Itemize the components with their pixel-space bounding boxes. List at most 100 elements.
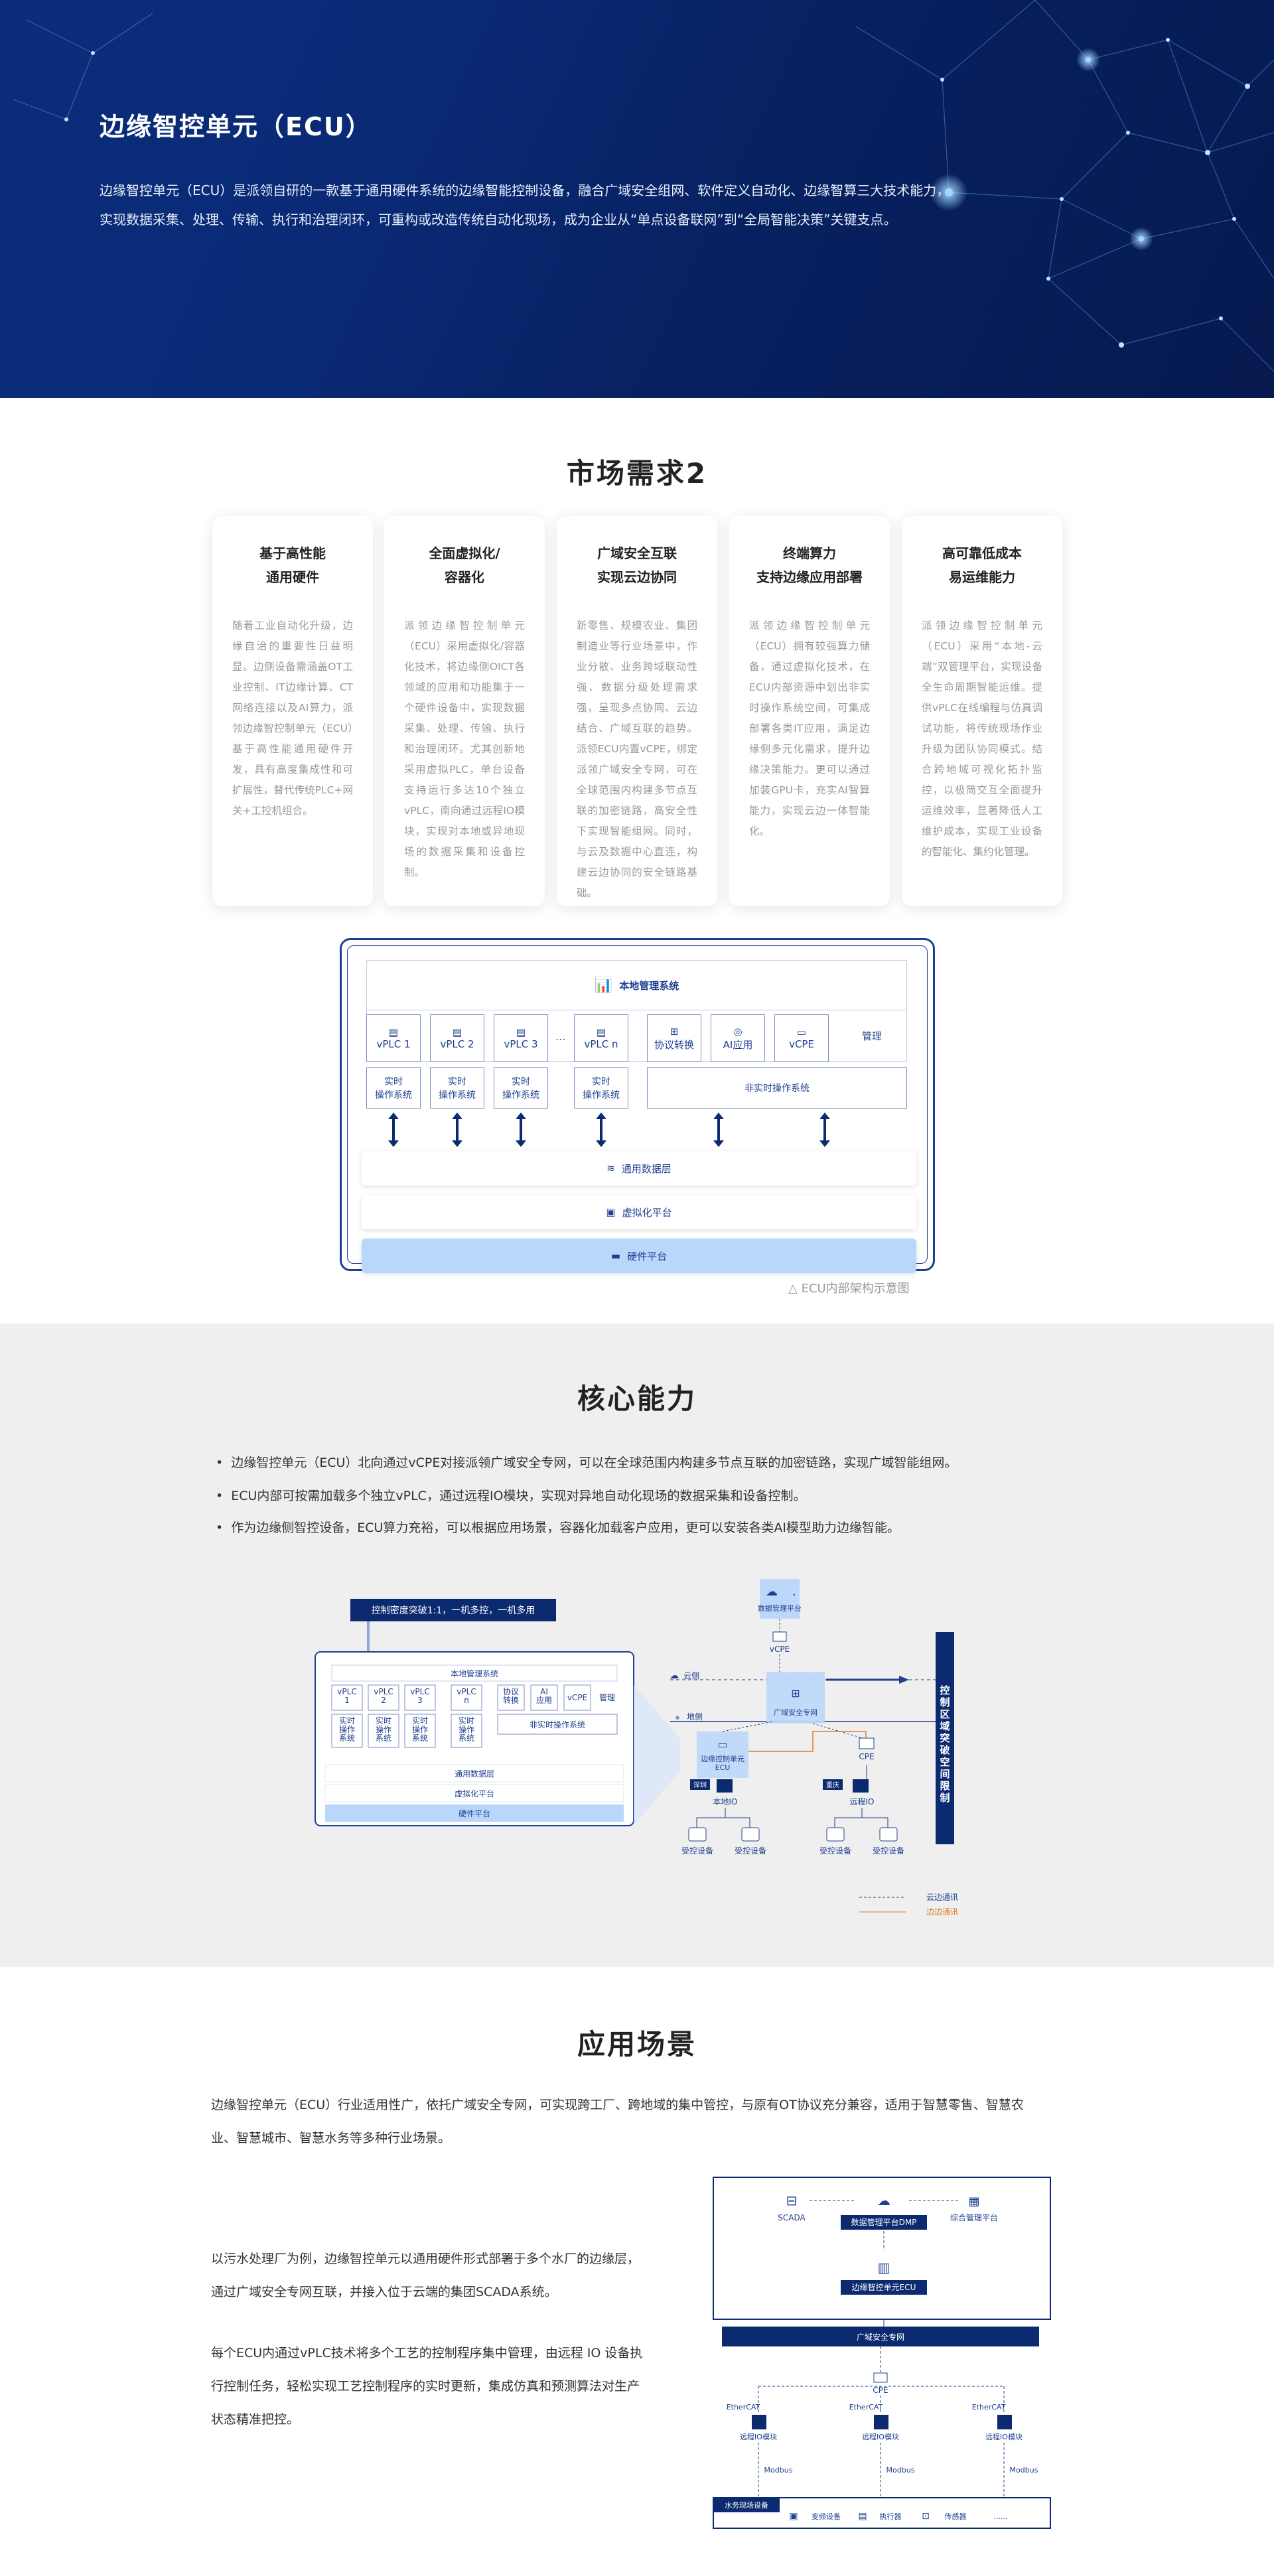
modbus-label: Modbus: [1010, 2466, 1038, 2474]
space-limit-bar: 控制区域突破空间限制: [938, 1685, 951, 1804]
device-icon: ▭: [796, 1026, 807, 1038]
mini-protocol: 协议转换: [503, 1686, 519, 1705]
app-section-title: 应用场景: [577, 2028, 697, 2061]
core-bullet: ECU内部可按需加载多个独立vPLC，通过远程IO模块，实现对异地自动化现场的数…: [216, 1486, 806, 1506]
card-text: 派领边缘智控制单元（ECU）采用“本地-云端”双管理平台，实现设备全生命周期智能…: [922, 620, 1042, 858]
inverter-icon: ▣: [789, 2511, 798, 2522]
doc-icon: ▤: [452, 1026, 462, 1038]
core-section-bg: [0, 1323, 1274, 1967]
water-plant-diagram: ⊟ SCADA ☁ 数据管理平台DMP ▦ 综合管理平台 ▥ 边缘智控单元ECU…: [713, 2177, 1051, 2529]
chongqing-tag: 重庆: [826, 1781, 839, 1789]
card-title: 全面虚拟化/ 容器化: [429, 545, 500, 585]
svg-text:.: .: [792, 1585, 796, 1599]
pin-icon: ⌖: [675, 1713, 680, 1724]
site-item: 变频设备: [812, 2512, 841, 2521]
cloud-server-icon: ☁: [766, 1585, 778, 1599]
card-text: 派领边缘智控制单元（ECU）采用虚拟化/容器化技术，将边缘侧OICT各领域的应用…: [404, 620, 525, 878]
density-banner: 控制密度突破1:1，一机多控，一机多用: [372, 1605, 535, 1616]
market-card-wan: 广域安全互联 实现云边协同 新零售、规模农业、集团制造业等行业场景中，作业分散、…: [557, 516, 717, 906]
mini-mgmt: 本地管理系统: [451, 1668, 498, 1678]
arch-caption: △ ECU内部架构示意图: [788, 1282, 910, 1296]
dmp-label: 数据管理平台DMP: [851, 2217, 917, 2227]
app-intro: 边缘智控单元（ECU）行业适用性广，依托广域安全专网，可实现跨工厂、跨地域的集中…: [211, 2098, 1024, 2145]
mini-nrtos: 非实时操作系统: [530, 1720, 585, 1729]
card-title: 基于高性能 通用硬件: [259, 545, 326, 585]
modbus-label: Modbus: [886, 2466, 915, 2474]
cloud-icon: ☁: [670, 1670, 679, 1681]
mini-rtos-2: 实时操作系统: [376, 1716, 391, 1743]
doc-icon: ▤: [596, 1026, 606, 1038]
market-card-virtualization: 全面虚拟化/ 容器化 派领边缘智控制单元（ECU）采用虚拟化/容器化技术，将边缘…: [384, 516, 545, 906]
site-label: 水务现场设备: [725, 2500, 768, 2510]
ai-app: ◎AI应用: [711, 1014, 765, 1062]
vcpe-label: vCPE: [770, 1645, 790, 1654]
ethercat-label: EtherCAT: [972, 2403, 1006, 2411]
card-title: 终端算力 支持边缘应用部署: [756, 545, 863, 585]
device-label: 受控设备: [873, 1846, 904, 1856]
ai-icon: ◎: [733, 1025, 743, 1038]
site-item: 传感器: [945, 2512, 967, 2521]
scada-icon: ⊟: [786, 2193, 798, 2208]
shenzhen-tag: 深圳: [693, 1781, 707, 1789]
chart-icon: 📊: [594, 977, 613, 994]
hardware-bar: ▬硬件平台: [362, 1239, 916, 1273]
cpe-label: CPE: [873, 2386, 888, 2395]
cpe-label: CPE: [859, 1752, 874, 1761]
rio-label: 远程IO模块: [985, 2433, 1023, 2441]
mini-manage: 管理: [599, 1692, 615, 1702]
hero-banner: 边缘智控单元（ECU） 边缘智控单元（ECU）是派领自研的一款基于通用硬件系统的…: [0, 0, 1274, 398]
cloud-side-label: 云侧: [683, 1671, 699, 1680]
device-label: 受控设备: [819, 1846, 851, 1856]
hero-title: 边缘智控单元（ECU）: [100, 112, 372, 141]
ecu-label: 边缘智控单元ECU: [852, 2282, 916, 2292]
mini-virt: 虚拟化平台: [455, 1789, 494, 1798]
ethercat-label: EtherCAT: [727, 2403, 760, 2411]
mini-vcpe: vCPE: [567, 1693, 587, 1702]
server-icon: ▬: [610, 1250, 621, 1262]
mini-rtos-1: 实时操作系统: [339, 1716, 355, 1743]
rio-label: 远程IO模块: [740, 2433, 777, 2441]
market-card-hardware: 基于高性能 通用硬件 随着工业自动化升级，边缘自治的重要性日益明显。边侧设备需涵…: [212, 516, 373, 906]
doc-icon: ▤: [516, 1026, 526, 1038]
card-text: 随着工业自动化升级，边缘自治的重要性日益明显。边侧设备需涵盖OT工业控制、IT边…: [232, 620, 353, 817]
app-para-1: 以污水处理厂为例，边缘智控单元以通用硬件形式部署于多个水厂的边缘层，通过广域安全…: [211, 2252, 640, 2299]
rtos-2: 实时 操作系统: [430, 1067, 484, 1109]
platform-label: 综合管理平台: [950, 2212, 998, 2222]
virtualization-bar: ▣虚拟化平台: [362, 1195, 916, 1229]
local-io-label: 本地IO: [713, 1797, 738, 1806]
network-background: [13, 0, 1274, 372]
layers-icon: ≋: [606, 1162, 615, 1174]
vplc-3: ▤vPLC 3: [494, 1014, 548, 1062]
mini-hw: 硬件平台: [459, 1808, 490, 1818]
vplc-2: ▤vPLC 2: [430, 1014, 484, 1062]
core-bullet: 作为边缘侧智控设备，ECU算力充裕，可以根据应用场景，容器化加载客户应用，更可以…: [216, 1518, 900, 1538]
ground-side-label: 地侧: [687, 1712, 703, 1722]
ecu-icon: ▥: [878, 2260, 890, 2275]
manage-label: 管理: [862, 1030, 883, 1042]
device-label: 受控设备: [735, 1846, 766, 1856]
card-title: 高可靠低成本 易运维能力: [942, 545, 1022, 585]
remote-io-label: 远程IO: [850, 1796, 875, 1806]
market-card-compute: 终端算力 支持边缘应用部署 派领边缘智控制单元（ECU）拥有较强算力储备，通过虚…: [729, 516, 890, 906]
card-text: 派领边缘智控制单元（ECU）拥有较强算力储备，通过虚拟化技术，在ECU内部资源中…: [749, 620, 870, 837]
more-items: ......: [994, 2512, 1008, 2521]
sensor-icon: ⊡: [922, 2511, 930, 2522]
rtos-1: 实时 操作系统: [366, 1067, 421, 1109]
market-card-reliability: 高可靠低成本 易运维能力 派领边缘智控制单元（ECU）采用“本地-云端”双管理平…: [902, 516, 1062, 906]
actuator-icon: ▤: [858, 2511, 867, 2522]
ecu-architecture-diagram: 📊 本地管理系统 ▤vPLC 1 ▤vPLC 2 ▤vPLC 3 ... ▤vP…: [340, 938, 935, 1273]
rtos-3: 实时 操作系统: [494, 1067, 548, 1109]
rio-label: 远程IO模块: [862, 2433, 899, 2441]
cloud-db-icon: ☁: [877, 2193, 890, 2208]
market-section-title: 市场需求2: [566, 457, 708, 490]
scada-label: SCADA: [778, 2213, 806, 2222]
data-layer-bar: ≋通用数据层: [362, 1151, 916, 1186]
core-section-title: 核心能力: [577, 1383, 697, 1415]
mini-rtos-n: 实时操作系统: [459, 1716, 474, 1743]
